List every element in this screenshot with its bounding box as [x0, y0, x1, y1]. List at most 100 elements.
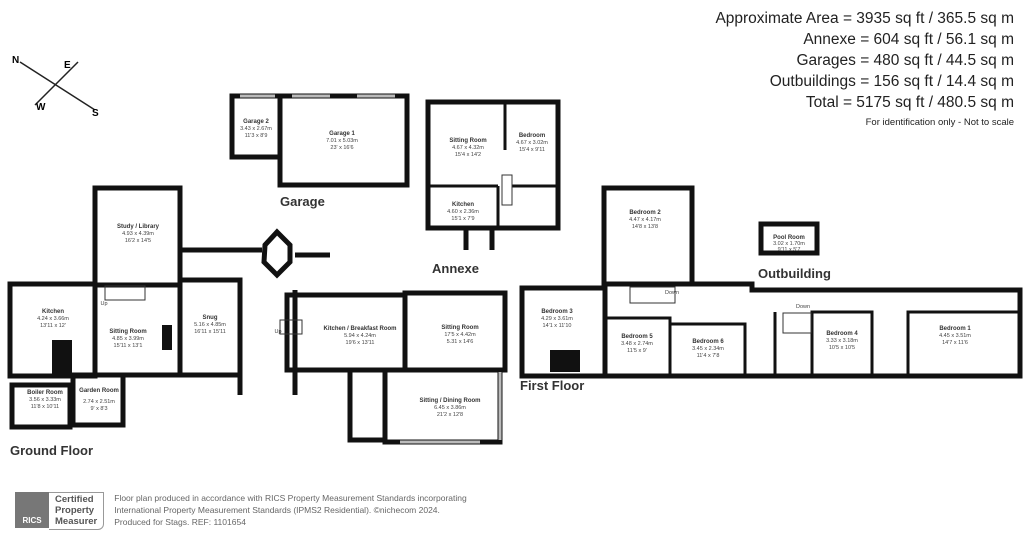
- svg-text:10'5 x 10'5: 10'5 x 10'5: [829, 345, 855, 351]
- svg-text:3.43 x 2.67m: 3.43 x 2.67m: [240, 126, 272, 132]
- svg-text:Bedroom 1: Bedroom 1: [939, 326, 971, 332]
- label-first-floor: First Floor: [520, 378, 584, 393]
- area-total: Total = 5175 sq ft / 480.5 sq m: [805, 94, 1014, 111]
- svg-text:16'11 x 15'11: 16'11 x 15'11: [194, 329, 226, 335]
- svg-text:Study / Library: Study / Library: [117, 224, 160, 230]
- area-outbuildings: Outbuildings = 156 sq ft / 14.4 sq m: [769, 73, 1014, 90]
- svg-text:5.31 x 14'6: 5.31 x 14'6: [447, 339, 474, 345]
- ground-floor-plan: [7, 185, 508, 445]
- svg-text:Bedroom 4: Bedroom 4: [826, 331, 858, 337]
- svg-text:S: S: [92, 108, 99, 119]
- svg-text:4.24 x 3.66m: 4.24 x 3.66m: [37, 316, 69, 322]
- svg-text:14'1 x 11'10: 14'1 x 11'10: [543, 323, 572, 329]
- svg-text:Boiler Room: Boiler Room: [27, 390, 63, 396]
- svg-text:14'8 x 13'8: 14'8 x 13'8: [632, 224, 658, 230]
- stair-down-label: Down: [796, 304, 810, 310]
- svg-text:Bedroom 2: Bedroom 2: [629, 210, 661, 216]
- svg-text:Garage 1: Garage 1: [329, 131, 355, 137]
- svg-text:3.45 x 2.34m: 3.45 x 2.34m: [692, 346, 724, 352]
- svg-text:11'3 x 8'9: 11'3 x 8'9: [245, 133, 268, 139]
- svg-text:11'8 x 10'11: 11'8 x 10'11: [31, 404, 60, 410]
- scale-note: For identification only - Not to scale: [865, 117, 1014, 128]
- compass-icon: N E S W: [12, 55, 99, 119]
- svg-text:23' x 16'6: 23' x 16'6: [330, 145, 353, 151]
- svg-text:15'4 x 14'2: 15'4 x 14'2: [455, 152, 481, 158]
- svg-text:6.45 x 3.86m: 6.45 x 3.86m: [434, 405, 466, 411]
- svg-text:N: N: [12, 55, 19, 66]
- svg-text:19'6 x 13'11: 19'6 x 13'11: [346, 340, 375, 346]
- svg-text:4.60 x 2.36m: 4.60 x 2.36m: [447, 209, 479, 215]
- area-garages: Garages = 480 sq ft / 44.5 sq m: [796, 52, 1014, 69]
- stair-down-label: Down: [665, 290, 679, 296]
- svg-text:W: W: [36, 102, 46, 113]
- svg-text:Sitting / Dining Room: Sitting / Dining Room: [420, 398, 481, 404]
- garage-plan: [229, 93, 410, 188]
- svg-text:3.02 x 1.70m: 3.02 x 1.70m: [773, 241, 805, 247]
- svg-text:Bedroom 3: Bedroom 3: [541, 309, 573, 315]
- footer-disclaimer: Floor plan produced in accordance with R…: [114, 493, 467, 527]
- svg-text:17'5 x 4.42m: 17'5 x 4.42m: [444, 332, 476, 338]
- svg-text:2.74 x 2.51m: 2.74 x 2.51m: [83, 399, 115, 405]
- svg-text:13'11 x 12': 13'11 x 12': [40, 323, 66, 329]
- svg-text:Pool Room: Pool Room: [773, 235, 805, 241]
- area-summary: Approximate Area = 3935 sq ft / 365.5 sq…: [715, 8, 1014, 131]
- svg-text:11'5 x 9': 11'5 x 9': [627, 348, 647, 354]
- svg-text:4.67 x 4.32m: 4.67 x 4.32m: [452, 145, 484, 151]
- svg-text:Garden Room: Garden Room: [79, 388, 119, 394]
- rics-logo: RICS: [15, 492, 49, 528]
- svg-text:15'4 x 9'11: 15'4 x 9'11: [519, 147, 545, 153]
- svg-text:E: E: [64, 60, 71, 71]
- svg-text:Kitchen / Breakfast Room: Kitchen / Breakfast Room: [323, 326, 396, 332]
- svg-text:9' x 8'3: 9' x 8'3: [90, 406, 107, 412]
- label-annexe: Annexe: [432, 261, 479, 276]
- label-ground-floor: Ground Floor: [10, 443, 93, 458]
- svg-text:3.33 x 3.18m: 3.33 x 3.18m: [826, 338, 858, 344]
- svg-text:Kitchen: Kitchen: [452, 202, 474, 208]
- svg-text:15'11 x 13'1: 15'11 x 13'1: [114, 343, 143, 349]
- svg-text:4.85 x 3.99m: 4.85 x 3.99m: [112, 336, 144, 342]
- first-floor-plan: [519, 185, 1023, 379]
- label-garage: Garage: [280, 194, 325, 209]
- svg-text:11'4 x 7'8: 11'4 x 7'8: [697, 353, 720, 359]
- area-approx: Approximate Area = 3935 sq ft / 365.5 sq…: [715, 10, 1014, 27]
- svg-text:9'11 x 5'7: 9'11 x 5'7: [778, 247, 801, 253]
- svg-text:4.47 x 4.17m: 4.47 x 4.17m: [629, 217, 661, 223]
- svg-text:5.94 x 4.24m: 5.94 x 4.24m: [344, 333, 376, 339]
- outbuilding-plan: [758, 221, 820, 256]
- svg-text:4.93 x 4.39m: 4.93 x 4.39m: [122, 231, 154, 237]
- svg-text:Sitting Room: Sitting Room: [109, 329, 146, 335]
- annexe-plan: [425, 99, 561, 250]
- area-annexe: Annexe = 604 sq ft / 56.1 sq m: [803, 31, 1014, 48]
- svg-text:Bedroom 5: Bedroom 5: [621, 334, 653, 340]
- svg-text:16'2 x 14'5: 16'2 x 14'5: [125, 238, 151, 244]
- svg-text:Sitting Room: Sitting Room: [441, 325, 478, 331]
- stair-up-label: Up: [100, 301, 107, 307]
- svg-text:4.67 x 3.02m: 4.67 x 3.02m: [516, 140, 548, 146]
- svg-text:Bedroom 6: Bedroom 6: [692, 339, 724, 345]
- svg-text:4.29 x 3.61m: 4.29 x 3.61m: [541, 316, 573, 322]
- svg-text:15'1 x 7'9: 15'1 x 7'9: [451, 216, 474, 222]
- svg-text:5.16 x 4.85m: 5.16 x 4.85m: [194, 322, 226, 328]
